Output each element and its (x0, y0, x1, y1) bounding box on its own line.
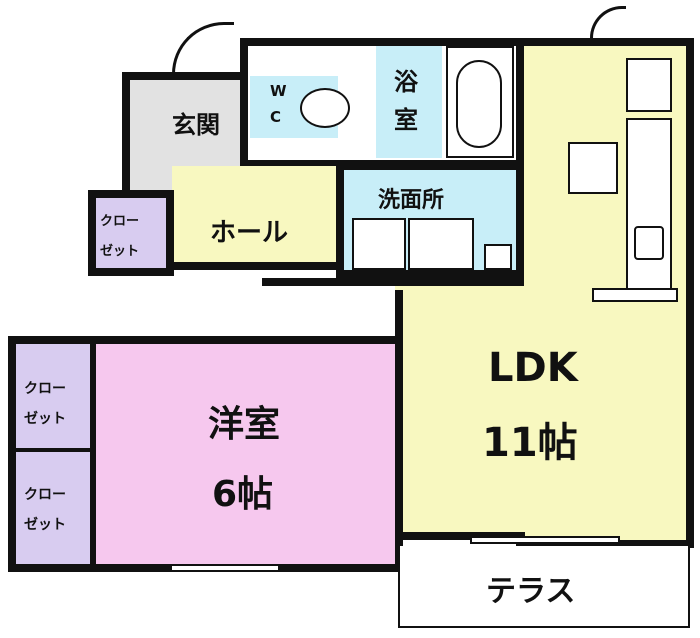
ldk-room-lower (395, 285, 525, 540)
fridge-space (626, 58, 672, 112)
closet-label: ゼット (100, 244, 140, 259)
wc-label-c: C (270, 108, 282, 126)
western-room-label: 洋室 (208, 404, 281, 445)
storage-icon (568, 142, 618, 194)
washer-icon (408, 218, 474, 270)
closet-label: ゼット (24, 411, 66, 427)
ldk-label: LDK (488, 345, 578, 391)
washroom-label: 洗面所 (378, 188, 445, 213)
bath-label-2: 室 (394, 106, 418, 134)
drain-icon (484, 244, 512, 270)
closet-label: クロー (24, 487, 66, 503)
toilet-icon (300, 88, 350, 128)
closet-hall (88, 190, 174, 276)
closet-label: クロー (24, 381, 66, 397)
closet-2 (16, 452, 96, 564)
western-room-size: 6帖 (212, 474, 274, 515)
closet-label: クロー (100, 214, 140, 229)
hall-label: ホール (210, 218, 289, 248)
terrace-label: テラス (486, 574, 576, 609)
closet-1 (16, 344, 96, 452)
closet-label: ゼット (24, 517, 66, 533)
bath-room (376, 46, 442, 158)
bath-label-1: 浴 (394, 68, 418, 96)
kitchen-counter (626, 118, 672, 290)
sink-icon (634, 226, 664, 260)
entry-door[interactable] (172, 22, 234, 74)
tub-inner (456, 60, 502, 148)
ldk-size: 11帖 (482, 420, 578, 466)
counter-ledge (592, 288, 678, 302)
wall (262, 278, 524, 286)
window (170, 564, 280, 572)
wc-label-w: W (270, 82, 287, 100)
terrace (398, 546, 690, 628)
washbasin-icon (352, 218, 406, 270)
window (470, 536, 620, 544)
entrance-label: 玄関 (172, 111, 220, 139)
hall (172, 166, 336, 270)
door[interactable] (590, 6, 626, 38)
